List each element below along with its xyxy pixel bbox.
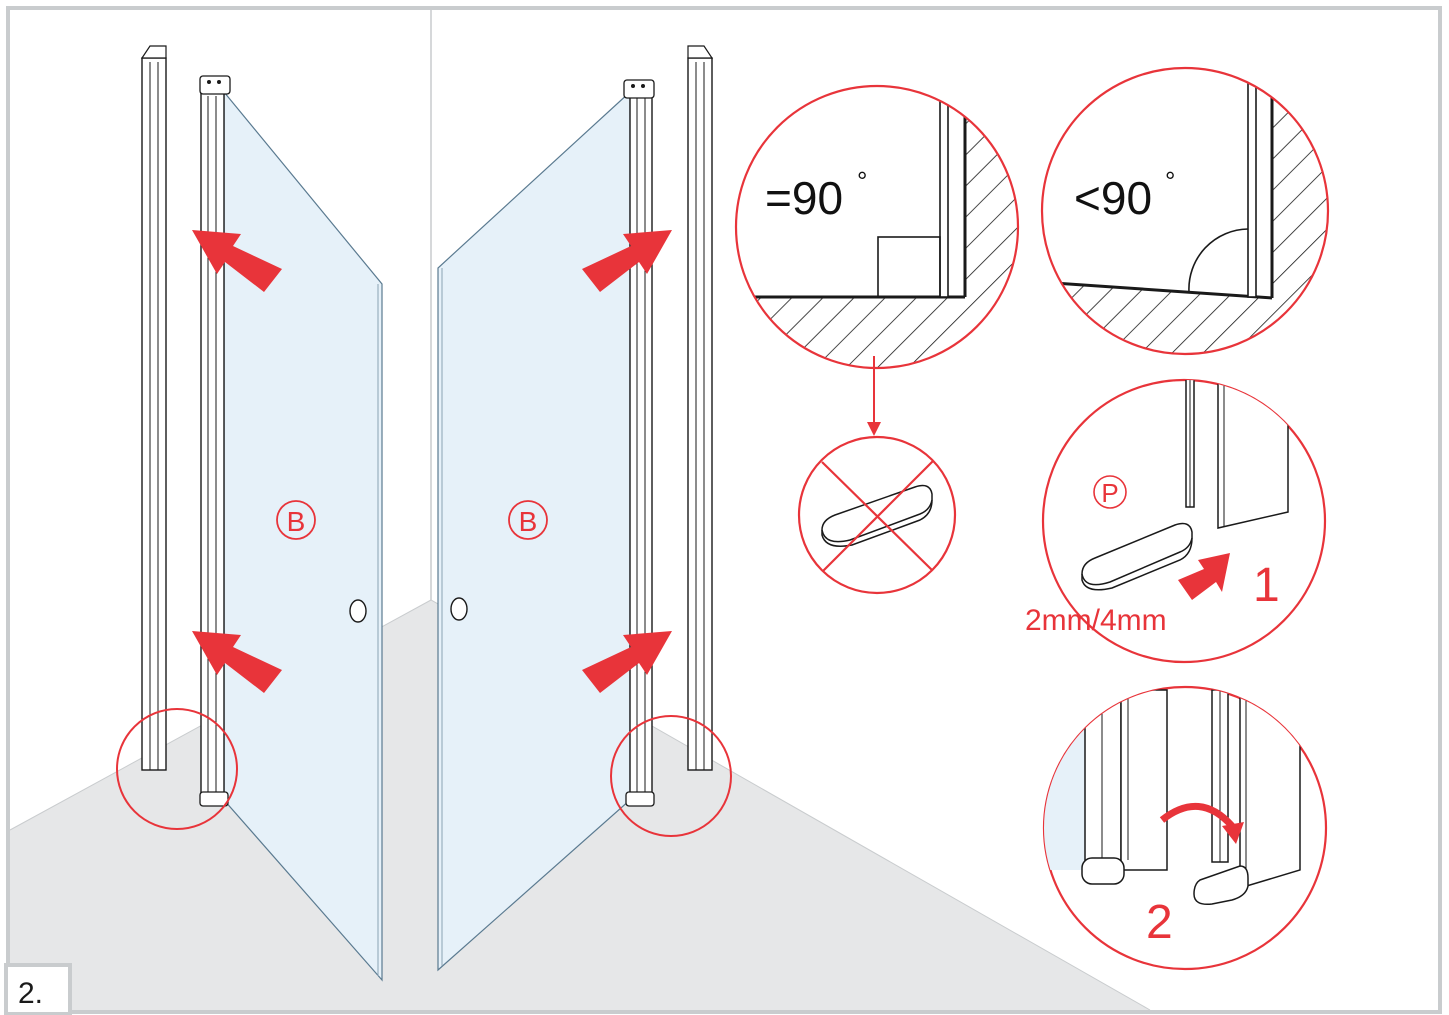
- right-wall-profile: [687, 45, 714, 771]
- sub-step-1-label: 1: [1253, 559, 1280, 612]
- right-arrow-lower: [582, 631, 672, 693]
- detail-no-shim: [797, 435, 957, 595]
- left-arrow-upper: [192, 230, 282, 292]
- right-handle-hole: [450, 597, 468, 621]
- rotate-arrow-arc: [1159, 803, 1235, 829]
- right-door-assembly: B: [437, 45, 732, 972]
- angle-equal-label: =90: [765, 172, 843, 224]
- connector-arrow: [867, 422, 881, 436]
- part-label-badge: [1093, 475, 1127, 509]
- left-detail-marker: [116, 708, 238, 830]
- left-wall-profile: [140, 45, 167, 771]
- left-panel-label: B: [287, 506, 306, 537]
- detail-rotate-shim: 2: [1042, 685, 1328, 971]
- angle-less-label: <90: [1074, 172, 1152, 224]
- right-panel-label: B: [519, 506, 538, 537]
- angle-less-degree: °: [1165, 166, 1175, 196]
- left-door-assembly: B: [116, 45, 383, 982]
- right-panel-label-badge: [508, 500, 548, 540]
- shim-thickness-label: 2mm/4mm: [1025, 604, 1167, 637]
- detail-acute-angle: <90 °: [1040, 66, 1330, 356]
- left-panel-label-badge: [276, 500, 316, 540]
- detail-right-angle: =90 °: [734, 84, 1020, 436]
- part-label: P: [1101, 478, 1118, 508]
- insert-arrow: [1178, 553, 1230, 600]
- sub-step-2-label: 2: [1146, 896, 1173, 949]
- step-number: 2.: [18, 977, 43, 1010]
- rotate-arrow-head: [1222, 822, 1244, 844]
- outer-frame: [6, 6, 1442, 1014]
- step-tab: [4, 963, 72, 1015]
- angle-equal-degree: °: [857, 166, 867, 196]
- left-arrow-lower: [192, 631, 282, 693]
- left-handle-hole: [349, 599, 367, 623]
- detail-place-shim: P 1 2mm/4mm: [1025, 378, 1327, 664]
- right-detail-marker: [610, 715, 732, 837]
- right-arrow-upper: [582, 230, 672, 292]
